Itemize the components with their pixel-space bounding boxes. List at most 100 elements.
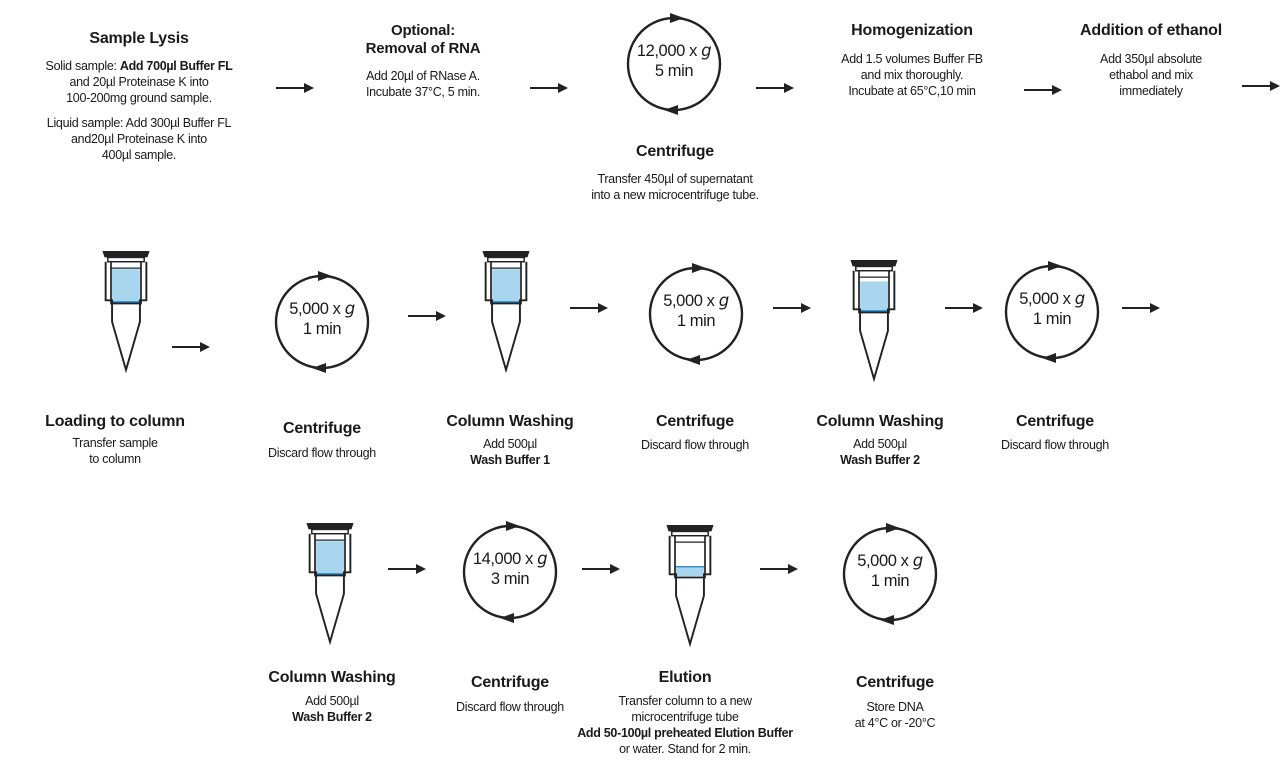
step-description: Discard flow through (268, 446, 376, 460)
centrifuge-speed: 14,000 x (472, 550, 538, 569)
centrifuge-cycle-icon: 5,000 x g 1 min (1002, 259, 1102, 365)
arrow-icon (756, 82, 795, 94)
centrifuge-time: 1 min (870, 572, 910, 591)
step-description: Transfer column to a new microcentrifuge… (560, 693, 810, 757)
arrow-icon (1242, 80, 1281, 92)
step-title: Centrifuge (1015, 413, 1094, 430)
step-description: Add 500µl Wash Buffer 2 (790, 436, 970, 468)
step-title: Optional: Removal of RNA (318, 22, 528, 58)
arrow-icon (408, 310, 447, 322)
step-description: Transfer sample to column (20, 435, 210, 467)
step-description: Add 20µl of RNase A. Incubate 37°C, 5 mi… (318, 68, 528, 100)
spin-column-tube-icon (101, 250, 151, 371)
step-title: Sample Lysis (89, 30, 189, 47)
arrow-icon (172, 341, 211, 353)
step-line: immediately (1119, 84, 1183, 98)
centrifuge-speed: 5,000 x (857, 552, 913, 571)
step-title: Centrifuge (655, 413, 734, 430)
ethanol-addition-step: Addition of ethanol Add 350µl absolute e… (1056, 22, 1246, 99)
step-description: Add 500µl Wash Buffer 1 (420, 436, 600, 468)
liquid-sample-description: Liquid sample: Add 300µl Buffer FL and20… (4, 115, 274, 163)
step-title: Column Washing (816, 413, 944, 430)
step-description: Add 500µl Wash Buffer 2 (242, 693, 422, 725)
step-line: ethabol and mix (1109, 68, 1193, 82)
step-title: Centrifuge (470, 674, 549, 691)
column-washing-step-1: Column Washing Add 500µl Wash Buffer 1 (420, 413, 600, 468)
step-description: Store DNA at 4°C or -20°C (800, 699, 990, 731)
g-force-symbol: g (701, 41, 712, 61)
wash-buffer-label: Wash Buffer 2 (840, 453, 920, 467)
step-line: and mix thoroughly. (860, 68, 964, 82)
step-line: to column (89, 452, 141, 466)
step-line: Store DNA (866, 700, 924, 714)
centrifuge-time: 3 min (490, 570, 530, 589)
step-title: Centrifuge (855, 674, 934, 691)
step-title-line: Optional: (390, 22, 456, 39)
sample-lysis-step: Sample Lysis Solid sample: Add 700µl Buf… (4, 30, 274, 163)
arrow-icon (1122, 302, 1161, 314)
loading-column-step: Loading to column Transfer sample to col… (20, 413, 210, 467)
solid-sample-buffer: Add 700µl Buffer FL (119, 59, 233, 73)
spin-column-tube-icon (849, 259, 899, 380)
centrifuge-step-2: Centrifuge Discard flow through (232, 420, 412, 461)
step-title: Column Washing (446, 413, 574, 430)
step-description: Transfer 450µl of supernatant into a new… (560, 171, 790, 203)
step-line: Incubate 37°C, 5 min. (365, 85, 481, 99)
centrifuge-step-1: Centrifuge Transfer 450µl of supernatant… (560, 143, 790, 203)
step-line: or water. Stand for 2 min. (619, 742, 751, 756)
arrow-icon (760, 563, 799, 575)
step-line: Add 1.5 volumes Buffer FB (841, 52, 983, 66)
centrifuge-cycle-icon: 12,000 x g 5 min (624, 11, 724, 117)
elution-buffer-line: Add 50-100µl preheated Elution Buffer (577, 726, 793, 740)
g-force-symbol: g (537, 549, 548, 569)
arrow-icon (582, 563, 621, 575)
g-force-symbol: g (718, 291, 729, 311)
centrifuge-speed: 5,000 x (663, 292, 719, 311)
step-title: Homogenization (851, 22, 973, 39)
centrifuge-speed: 5,000 x (1019, 290, 1075, 309)
centrifuge-cycle-icon: 14,000 x g 3 min (460, 519, 560, 625)
liquid-sample-line: and20µl Proteinase K into (71, 132, 207, 146)
rna-removal-step: Optional: Removal of RNA Add 20µl of RNa… (318, 22, 528, 100)
solid-sample-line: and 20µl Proteinase K into (69, 75, 209, 89)
liquid-sample-line: 400µl sample. (101, 148, 177, 162)
step-line: into a new microcentrifuge tube. (591, 188, 759, 202)
step-line: Add 500µl (853, 437, 907, 451)
step-line: Add 20µl of RNase A. (366, 69, 480, 83)
centrifuge-step-4: Centrifuge Discard flow through (965, 413, 1145, 453)
step-line: Transfer column to a new (618, 694, 752, 708)
solid-sample-line: 100-200mg ground sample. (66, 91, 212, 105)
homogenization-step: Homogenization Add 1.5 volumes Buffer FB… (798, 22, 1026, 99)
step-title: Loading to column (45, 413, 185, 430)
step-line: Add 350µl absolute (1100, 52, 1202, 66)
column-washing-step-2: Column Washing Add 500µl Wash Buffer 2 (790, 413, 970, 468)
g-force-symbol: g (1074, 289, 1085, 309)
solid-sample-label: Solid sample: (45, 59, 120, 73)
step-line: Incubate at 65°C,10 min (848, 84, 976, 98)
centrifuge-time: 5 min (654, 62, 694, 81)
centrifuge-cycle-icon: 5,000 x g 1 min (272, 269, 372, 375)
centrifuge-setting: 5,000 x g 1 min (272, 299, 372, 339)
arrow-icon (773, 302, 812, 314)
arrow-icon (945, 302, 984, 314)
centrifuge-setting: 5,000 x g 1 min (646, 291, 746, 331)
step-line: at 4°C or -20°C (854, 716, 936, 730)
step-title: Elution (658, 669, 712, 686)
arrow-icon (388, 563, 427, 575)
step-description: Discard flow through (456, 700, 564, 714)
step-description: Discard flow through (641, 438, 749, 452)
spin-column-tube-icon (305, 522, 355, 643)
centrifuge-cycle-icon: 5,000 x g 1 min (646, 261, 746, 367)
step-title: Centrifuge (282, 420, 361, 437)
step-description: Add 350µl absolute ethabol and mix immed… (1056, 51, 1246, 99)
step-line: Add 500µl (305, 694, 359, 708)
step-line: Add 500µl (483, 437, 537, 451)
g-force-symbol: g (344, 299, 355, 319)
step-title: Column Washing (268, 669, 396, 686)
elution-tube-icon (665, 524, 715, 645)
centrifuge-cycle-icon: 5,000 x g 1 min (840, 521, 940, 627)
step-title: Centrifuge (635, 143, 714, 160)
centrifuge-setting: 5,000 x g 1 min (1002, 289, 1102, 329)
arrow-icon (276, 82, 315, 94)
centrifuge-time: 1 min (1032, 310, 1072, 329)
